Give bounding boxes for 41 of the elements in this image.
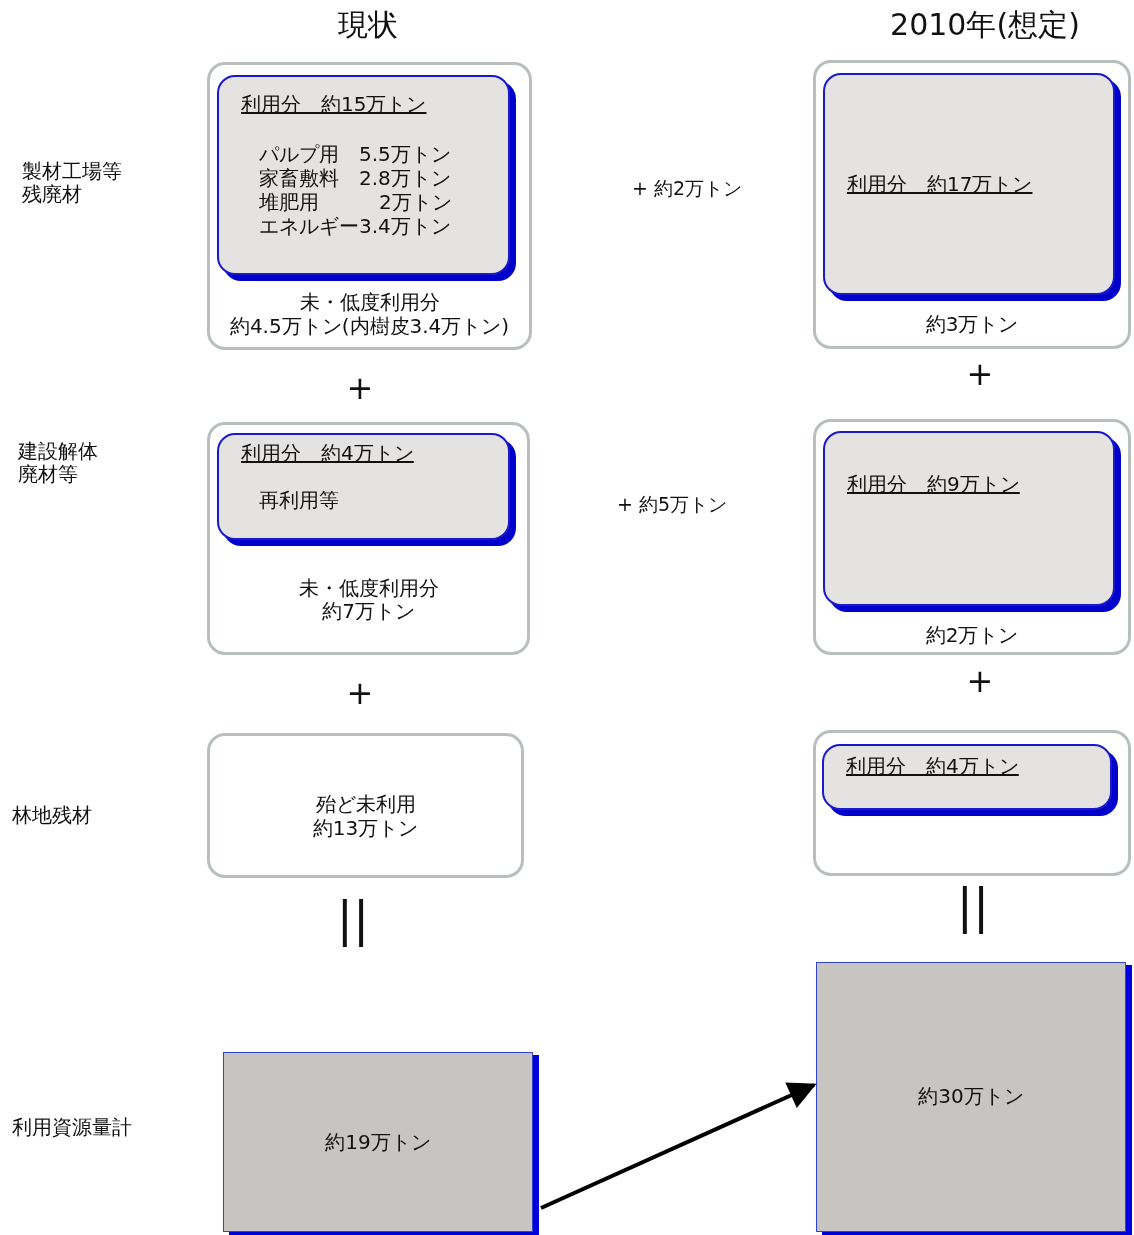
plus-sign: + [965, 663, 995, 700]
row-label: 建設解体廃材等 [18, 440, 99, 486]
node-text: 約13万トン [311, 817, 420, 839]
node-text: 約4.5万トン(内樹皮3.4万トン) [228, 315, 511, 337]
row-label: 製材工場等残廃材 [22, 160, 123, 206]
node-text: 約30万トン [917, 1085, 1025, 1107]
node-text: 未・低度利用分 [297, 577, 440, 599]
node-text: 堆肥用 2万トン [259, 191, 452, 213]
node-text: 殆ど未利用 [314, 793, 417, 815]
group-box [207, 733, 524, 878]
difference-label: + 約5万トン [617, 494, 728, 516]
node-text: 約3万トン [924, 313, 1020, 335]
column-heading: 2010年(想定) [889, 8, 1081, 43]
node-text: パルプ用 5.5万トン [259, 143, 451, 165]
usage-heading: 利用分 約4万トン [241, 442, 414, 464]
arrow [540, 1082, 817, 1210]
column-heading: 現状 [337, 8, 399, 43]
node-text: 約2万トン [924, 624, 1020, 646]
row-label: 林地残材 [12, 804, 92, 827]
usage-heading: 利用分 約4万トン [846, 755, 1019, 777]
node-text: 約7万トン [321, 600, 416, 622]
group-box [207, 62, 532, 350]
equals-sign: || [335, 892, 371, 948]
equals-sign: || [955, 879, 991, 935]
node-text: 再利用等 [259, 489, 339, 511]
group-box [207, 422, 530, 655]
difference-label: + 約2万トン [632, 178, 743, 200]
row-label: 利用資源量計 [12, 1116, 132, 1139]
usage-heading: 利用分 約15万トン [241, 93, 427, 115]
node-text: 約19万トン [324, 1131, 432, 1153]
node-text: 家畜敷料 2.8万トン [259, 167, 451, 189]
plus-sign: + [345, 370, 375, 407]
node-text: エネルギー3.4万トン [259, 215, 451, 237]
plus-sign: + [965, 356, 995, 393]
plus-sign: + [345, 675, 375, 712]
node-text: 未・低度利用分 [298, 291, 441, 313]
group-box [813, 730, 1131, 876]
usage-heading: 利用分 約17万トン [847, 173, 1033, 195]
group-box [813, 419, 1131, 655]
usage-heading: 利用分 約9万トン [847, 473, 1020, 495]
group-box [813, 60, 1131, 349]
